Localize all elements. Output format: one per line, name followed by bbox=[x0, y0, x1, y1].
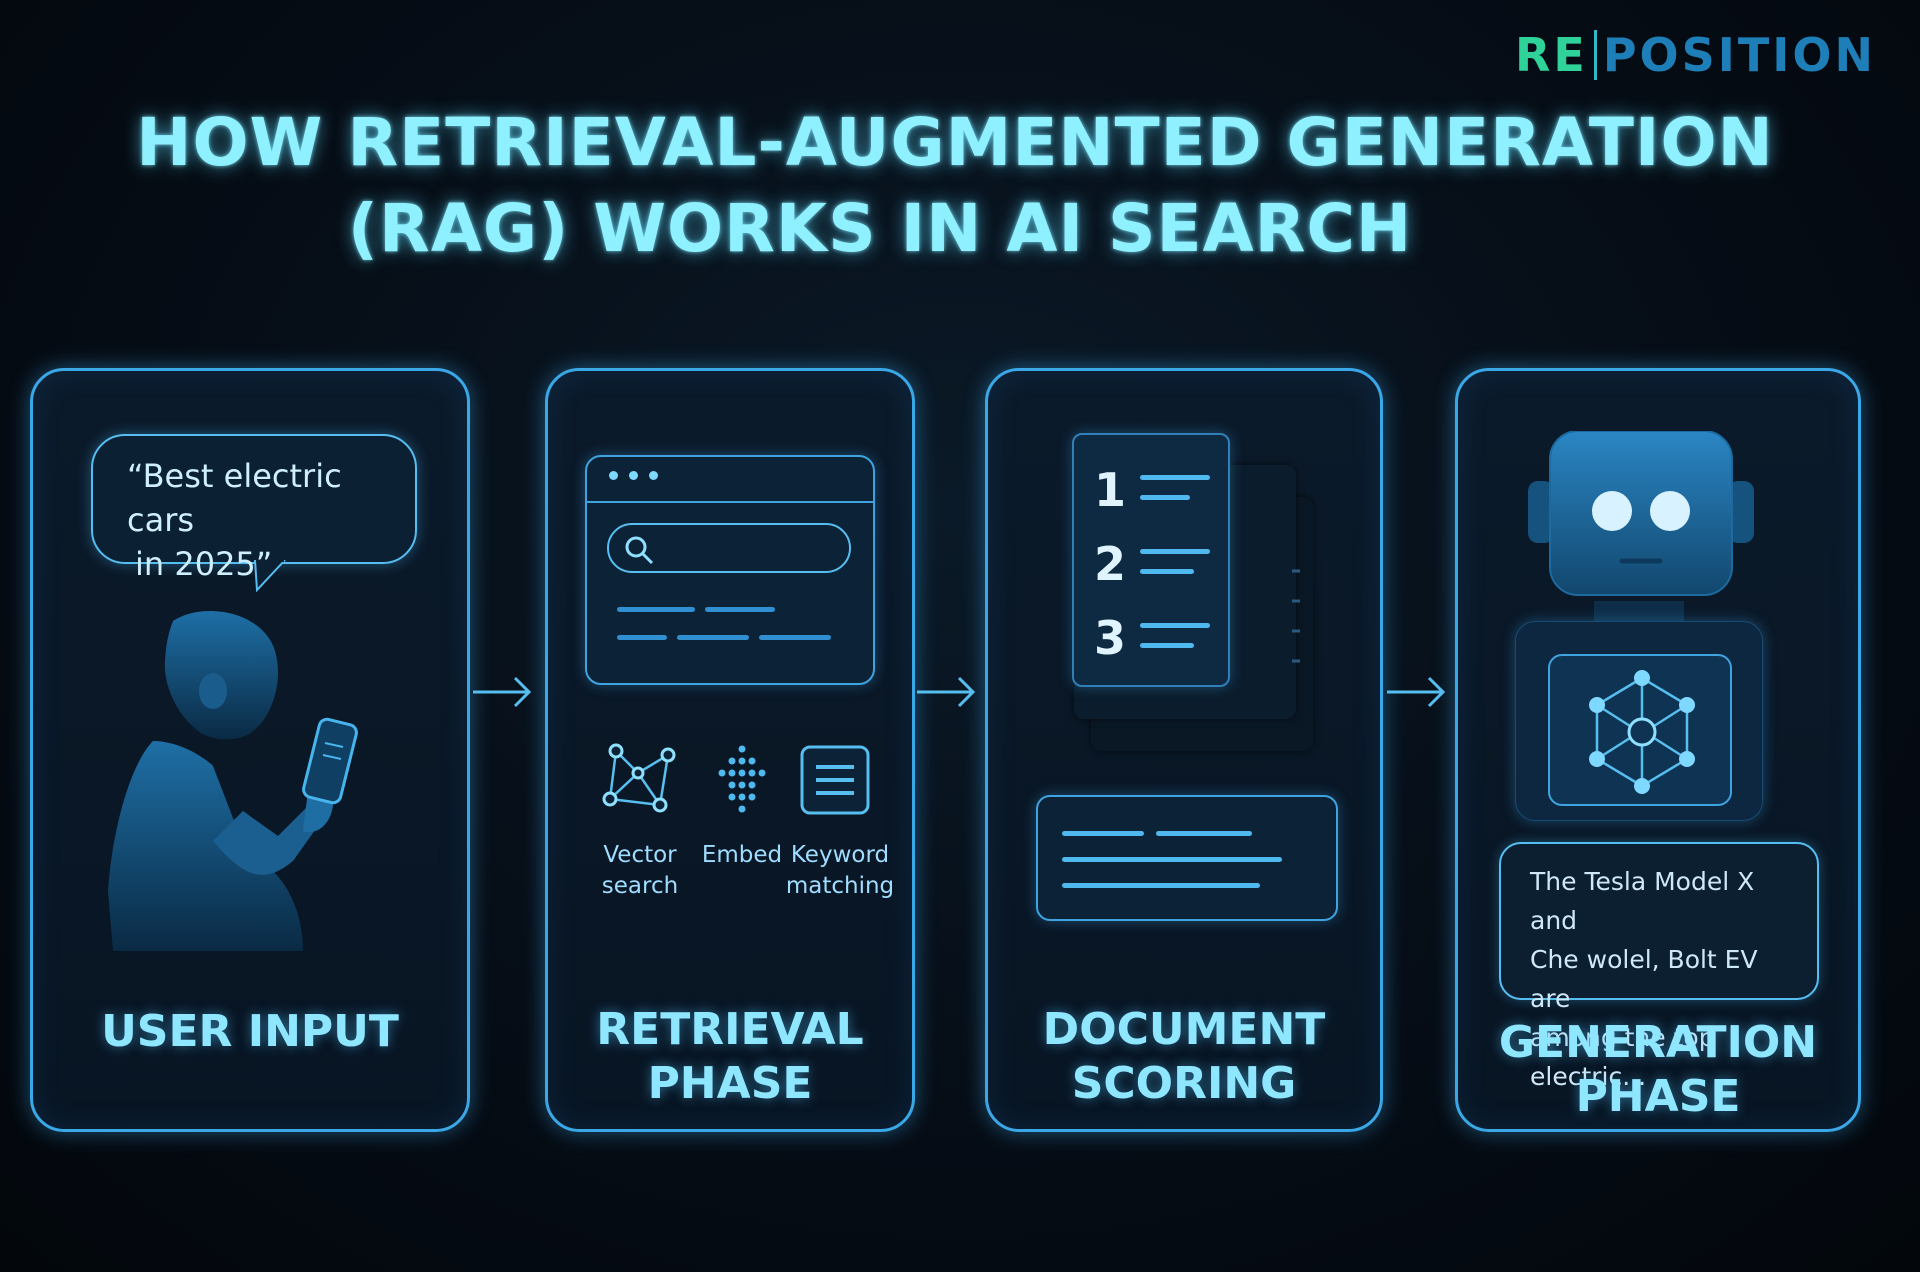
query-text-line-2: in 2025” bbox=[135, 545, 273, 583]
logo-text-re: RE bbox=[1515, 28, 1588, 82]
window-dot-icon bbox=[629, 471, 638, 480]
window-dot-icon bbox=[649, 471, 658, 480]
step-document-scoring-panel: 1 2 3 DOCUMENT SCORING bbox=[985, 368, 1383, 1132]
logo-text-position: POSITION bbox=[1602, 28, 1877, 82]
speech-tail-icon bbox=[254, 560, 286, 592]
step-user-input-panel: “Best electric cars in 2025” USER INPUT bbox=[30, 368, 470, 1132]
search-icon bbox=[625, 536, 654, 565]
robot-body bbox=[1515, 621, 1763, 821]
ranked-list-icon: 1 2 3 bbox=[1072, 433, 1230, 687]
step-label-line: GENERATION bbox=[1498, 1017, 1818, 1068]
rank-line bbox=[1140, 549, 1210, 554]
reposition-logo: RE POSITION bbox=[1515, 28, 1876, 82]
method-label-line: matching bbox=[785, 873, 895, 899]
answer-text-line: among the top electric... bbox=[1530, 1023, 1715, 1091]
robot-screen bbox=[1548, 654, 1732, 806]
dot-grid-icon bbox=[718, 745, 766, 813]
title-line-1: HOW RETRIEVAL-AUGMENTED GENERATION bbox=[136, 104, 1774, 181]
step-retrieval-panel: Vector search Embed Keyword matching RET… bbox=[545, 368, 915, 1132]
method-label-line: search bbox=[601, 873, 679, 899]
page-edge-ticks bbox=[1292, 569, 1300, 663]
result-line bbox=[617, 607, 695, 612]
arrow-right-icon bbox=[1387, 676, 1446, 708]
step-label-line: DOCUMENT bbox=[1042, 1004, 1326, 1055]
diagram-title: HOW RETRIEVAL-AUGMENTED GENERATION (RAG)… bbox=[0, 100, 1920, 272]
text-lines-icon bbox=[800, 745, 870, 815]
logo-divider bbox=[1593, 30, 1597, 80]
rank-line bbox=[1140, 643, 1194, 648]
step-label-user-input: USER INPUT bbox=[101, 1006, 399, 1057]
answer-text-line: Che wolel, Bolt EV are bbox=[1530, 945, 1758, 1013]
result-line bbox=[759, 635, 831, 640]
step-label-line: PHASE bbox=[647, 1058, 813, 1109]
rank-number: 1 bbox=[1094, 463, 1127, 517]
step-label-generation: GENERATION PHASE bbox=[1458, 1016, 1858, 1124]
document-line bbox=[1062, 857, 1282, 862]
network-nodes-icon bbox=[602, 743, 676, 813]
step-generation-panel: The Tesla Model X and Che wolel, Bolt EV… bbox=[1455, 368, 1861, 1132]
query-speech-bubble: “Best electric cars in 2025” bbox=[91, 434, 417, 592]
step-label-line: SCORING bbox=[1071, 1058, 1297, 1109]
rank-number: 2 bbox=[1094, 537, 1127, 591]
rank-line bbox=[1140, 495, 1190, 500]
top-document-card bbox=[1036, 795, 1338, 921]
rank-line bbox=[1140, 475, 1210, 480]
browser-titlebar bbox=[587, 457, 873, 503]
rank-line bbox=[1140, 623, 1210, 628]
document-line bbox=[1062, 831, 1144, 836]
browser-window bbox=[585, 455, 875, 685]
step-label-line: RETRIEVAL bbox=[596, 1004, 864, 1055]
query-text-line-1: “Best electric cars bbox=[127, 457, 342, 539]
result-line bbox=[705, 607, 775, 612]
rank-number: 3 bbox=[1094, 611, 1127, 665]
robot-icon bbox=[1528, 431, 1754, 596]
arrow-right-icon bbox=[473, 676, 532, 708]
method-label-keyword-matching: Keyword matching bbox=[785, 840, 895, 902]
rank-line bbox=[1140, 569, 1194, 574]
window-dot-icon bbox=[609, 471, 618, 480]
result-line bbox=[617, 635, 667, 640]
step-label-retrieval: RETRIEVAL PHASE bbox=[548, 1003, 912, 1111]
method-label-line: Embed bbox=[701, 842, 783, 868]
title-line-2: (RAG) WORKS IN AI SEARCH bbox=[347, 190, 1413, 267]
method-label-line: Keyword bbox=[790, 842, 890, 868]
method-label-embed: Embed bbox=[692, 840, 792, 871]
document-line bbox=[1062, 883, 1260, 888]
result-line bbox=[677, 635, 749, 640]
step-label-line: PHASE bbox=[1575, 1071, 1741, 1122]
method-label-line: Vector bbox=[603, 842, 677, 868]
answer-text-line: The Tesla Model X and bbox=[1530, 867, 1755, 935]
document-line bbox=[1156, 831, 1252, 836]
method-label-vector-search: Vector search bbox=[590, 840, 690, 902]
generated-answer-bubble: The Tesla Model X and Che wolel, Bolt EV… bbox=[1499, 842, 1819, 1091]
arrow-right-icon bbox=[917, 676, 976, 708]
neural-network-icon bbox=[1589, 670, 1695, 794]
step-label-document-scoring: DOCUMENT SCORING bbox=[988, 1003, 1380, 1111]
person-phone-icon bbox=[108, 611, 358, 951]
search-bar bbox=[607, 523, 851, 573]
